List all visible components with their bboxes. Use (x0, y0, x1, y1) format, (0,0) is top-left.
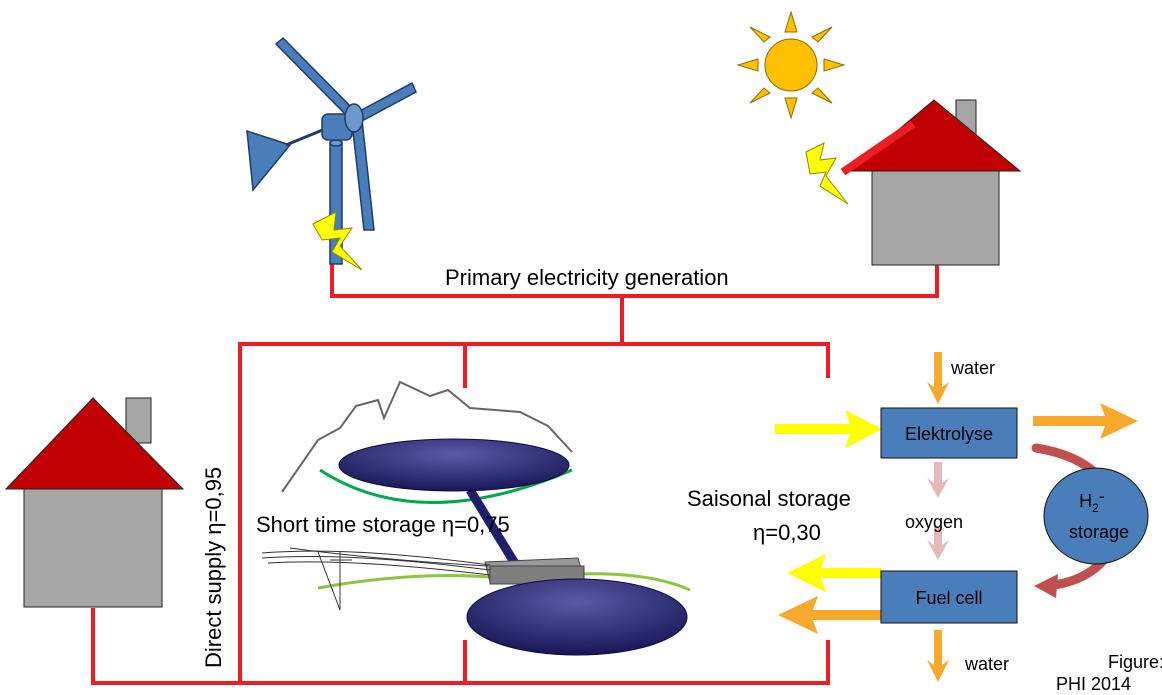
saisonal-storage-label: Saisonal storage (687, 486, 851, 511)
elektrolyse-label: Elektrolyse (905, 424, 993, 444)
short-time-storage-label: Short time storage η=0,75 (256, 512, 510, 537)
arrowhead-h2-out (1034, 574, 1058, 598)
figure-caption: Figure: (1108, 652, 1162, 672)
wind-turbine-icon (246, 36, 417, 265)
solar-house-icon (840, 99, 1022, 266)
water-out-label: water (964, 654, 1009, 674)
h2-storage-tank: H2- storage (1043, 467, 1149, 565)
h2-storage-label-line1: H2- (1079, 486, 1105, 515)
h2-dash: - (1099, 486, 1105, 506)
sun-icon (736, 10, 846, 120)
power-line-icon (261, 547, 491, 611)
vertical-flow-arrows (927, 352, 949, 682)
lightning-icon (805, 142, 849, 205)
fuel-cell-box: Fuel cell (880, 570, 1018, 624)
water-in-label: water (950, 358, 995, 378)
energy-flow-arrows (775, 403, 1138, 634)
oxygen-label: oxygen (905, 512, 963, 532)
wiring (91, 262, 939, 685)
h2-storage-label-line2: storage (1069, 522, 1129, 542)
pumped-hydro-icon (281, 380, 691, 656)
direct-supply-label: Direct supply η=0,95 (201, 467, 226, 668)
h2-subscript: 2 (1092, 501, 1099, 515)
figure-source: PHI 2014 (1056, 674, 1131, 694)
fuel-cell-label: Fuel cell (915, 588, 982, 608)
h2-symbol: H (1079, 491, 1092, 511)
house-icon (4, 397, 185, 608)
primary-generation-label: Primary electricity generation (445, 265, 729, 290)
lightning-icon (312, 211, 363, 271)
elektrolyse-box: Elektrolyse (880, 407, 1018, 459)
saisonal-efficiency-label: η=0,30 (753, 520, 821, 545)
